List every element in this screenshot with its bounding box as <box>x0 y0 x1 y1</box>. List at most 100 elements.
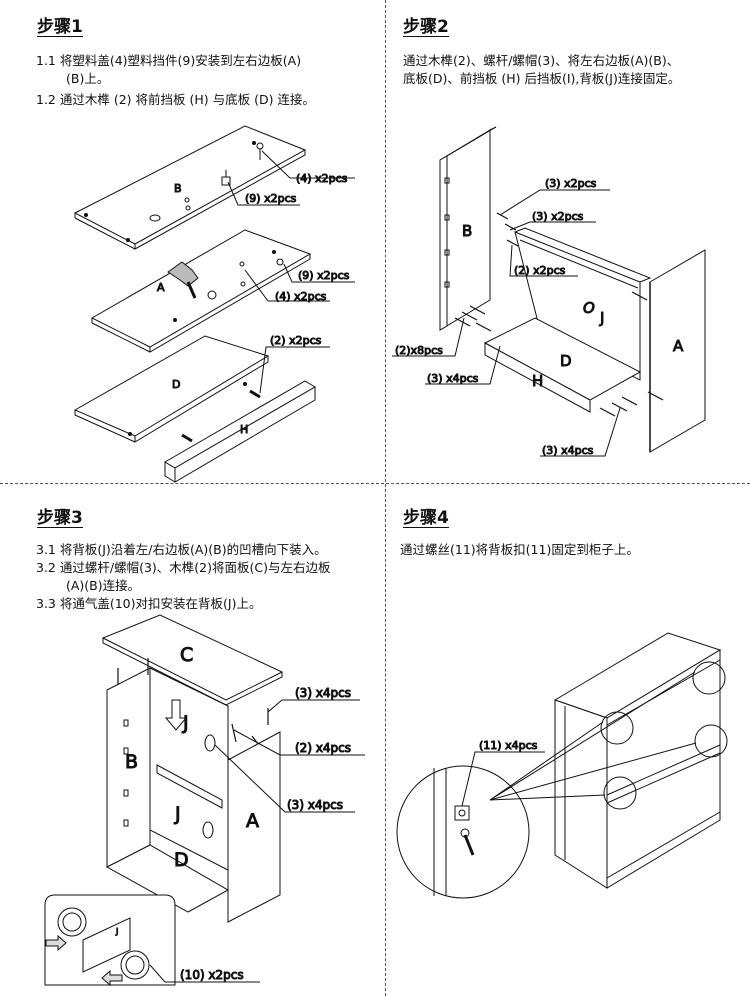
hole-b-1 <box>149 214 161 222</box>
s4-highlight-4 <box>603 776 637 810</box>
dot-a-2 <box>272 250 276 254</box>
step2-fasteners <box>454 212 664 417</box>
s3-part-label-j-top: J <box>182 712 189 734</box>
step3-title: 步骤3 <box>37 508 83 528</box>
vent-cap-lower-inner <box>125 955 145 975</box>
s2-callout-label-6: (3) x4pcs <box>542 444 594 457</box>
panel-d-edge-front <box>74 414 136 443</box>
horizontal-divider <box>0 483 750 485</box>
s3-callout-label-1: (3) x4pcs <box>295 686 351 700</box>
step3-line-4: 3.3 将通气盖(10)对扣安装在背板(J)上。 <box>36 596 262 611</box>
s4-ray-4 <box>489 794 606 801</box>
step4-title-underline <box>403 527 449 528</box>
step1-instructions: 1.1 将塑料盖(4)塑料挡件(9)安装到左右边板(A) (B)上。 1.2 通… <box>36 52 376 109</box>
s4-callout-line <box>461 751 545 807</box>
b-slot-3 <box>123 789 129 797</box>
dot-d-2 <box>243 382 247 386</box>
panel-b-top <box>73 125 307 245</box>
part-label-d: D <box>172 378 180 391</box>
screw-4 <box>599 407 616 417</box>
screw-8 <box>647 391 664 401</box>
step4-line-1: 通过螺丝(11)将背板扣(11)固定到柜子上。 <box>400 542 639 557</box>
step1-line-1: 1.1 将塑料盖(4)塑料挡件(9)安装到左右边板(A) <box>36 53 302 68</box>
step1-title: 步骤1 <box>37 17 83 37</box>
s4-ray-1 <box>489 721 604 801</box>
cabinet-bottom <box>606 811 721 879</box>
callout-line-3 <box>283 263 355 283</box>
callout-label-4: (4) x2pcs <box>275 290 327 303</box>
part-label-b: B <box>174 182 182 195</box>
board-h-front <box>174 386 316 483</box>
dot-a-1 <box>173 318 177 322</box>
callout-line-5 <box>259 346 330 394</box>
dowel-2-left <box>181 433 193 443</box>
panel-a-edge <box>149 254 311 353</box>
screw-3 <box>506 239 519 247</box>
panel-a-edge-front <box>91 322 151 353</box>
hammer-handle <box>186 281 197 299</box>
s2-part-label-d: D <box>560 352 572 370</box>
s3-part-label-d: D <box>174 849 189 871</box>
panel-b-edge-front <box>74 217 136 250</box>
s2-callout-label-5: (3) x4pcs <box>427 372 479 385</box>
part-label-a: A <box>157 281 165 294</box>
dot-b-2 <box>126 238 130 242</box>
hammer-icon <box>167 261 199 287</box>
s2-part-label-a: A <box>673 337 684 355</box>
screw-5 <box>611 402 628 412</box>
s3-callout-label-3: (3) x4pcs <box>287 798 343 812</box>
s4-highlight-3 <box>694 724 728 758</box>
s3-inset-label-j: J <box>115 927 118 936</box>
s2-callout-line-3 <box>509 244 578 277</box>
screw-11-icon <box>463 834 475 856</box>
b-hole-2 <box>444 214 450 221</box>
vent-cap-upper <box>57 907 87 937</box>
vertical-divider <box>385 0 387 996</box>
s4-ray-3 <box>489 742 697 801</box>
step4-instructions: 通过螺丝(11)将背板扣(11)固定到柜子上。 <box>400 541 740 559</box>
s3-part-label-b: B <box>125 751 138 773</box>
b-hole-1 <box>444 177 450 184</box>
callout-line-2 <box>227 181 300 206</box>
s4-highlight-1 <box>600 711 634 745</box>
screw-2 <box>504 223 517 231</box>
arrow-left-icon <box>101 969 123 987</box>
s3-part-label-j-bottom: J <box>174 803 181 825</box>
s3-callout-line-4 <box>149 964 260 983</box>
screw-1 <box>496 212 509 220</box>
panel-b-top-edge <box>446 126 497 157</box>
hole-b-2 <box>184 197 190 203</box>
panel-d-edge <box>134 356 269 443</box>
panel-b-thickness <box>439 155 448 331</box>
callout-label-1: (4) x2pcs <box>296 172 348 185</box>
board-h-front <box>484 342 591 413</box>
step3-line-2: 3.2 通过螺杆/螺帽(3)、木榫(2)将面板(C)与左右边板 <box>36 560 331 575</box>
dowel-1 <box>454 317 471 327</box>
screw-7 <box>631 291 648 301</box>
step1-line-3: 1.2 通过木榫 (2) 将前挡板 (H) 与底板 (D) 连接。 <box>36 92 315 107</box>
s3-callout-line-2 <box>233 729 365 756</box>
step2-line-1: 通过木榫(2)、螺杆/螺帽(3)、将左右边板(A)(B)、 <box>403 53 680 68</box>
vent-cap-upper-inner <box>62 912 82 932</box>
s2-callout-label-2: (3) x2pcs <box>532 210 584 223</box>
s3-callout-label-2: (2) x4pcs <box>295 741 351 755</box>
s2-callout-line-2 <box>509 221 596 231</box>
s2-callout-line-4 <box>392 317 465 357</box>
s2-part-label-h: H <box>532 372 543 390</box>
s3-callout-label-4: (10) x2pcs <box>180 968 244 982</box>
back-board-j <box>514 231 641 381</box>
s3-part-label-a: A <box>246 810 259 832</box>
s3-callout-line-3 <box>214 744 355 813</box>
back-board-i-top <box>514 227 652 283</box>
step4-figure: (11) x4pcs <box>396 632 728 899</box>
board-h-end <box>164 462 176 483</box>
s2-callout-label-4: (2)x8pcs <box>395 344 443 357</box>
s2-callout-line-6 <box>540 407 621 457</box>
s3-dowel-1 <box>231 723 237 743</box>
arrow-right-icon <box>45 934 67 952</box>
screw-6 <box>621 396 638 406</box>
step1-line-2: (B)上。 <box>66 71 110 86</box>
callout-line-1 <box>261 150 355 179</box>
step3-line-3: (A)(B)连接。 <box>66 578 141 593</box>
cap-4-mid <box>207 290 217 300</box>
